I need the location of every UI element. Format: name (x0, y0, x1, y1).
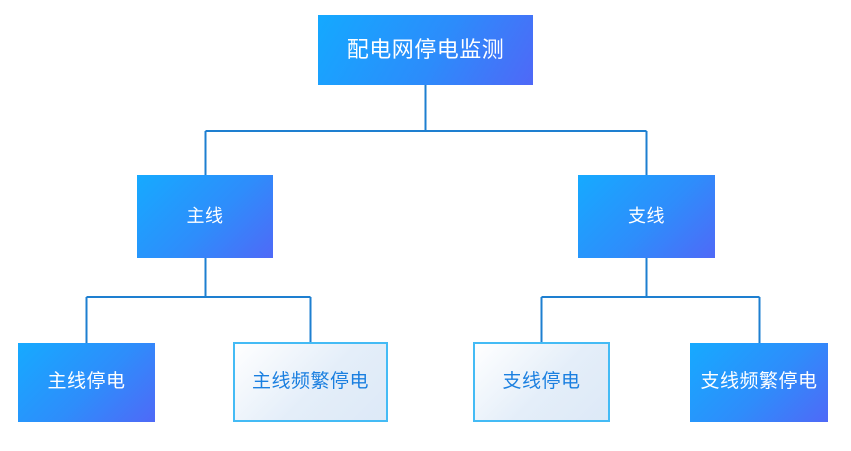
node-branch-line-frequent-outage[interactable]: 支线频繁停电 (690, 343, 828, 422)
node-main-line-frequent-outage[interactable]: 主线频繁停电 (233, 342, 388, 422)
node-main-line-outage[interactable]: 主线停电 (18, 343, 155, 422)
node-main-line[interactable]: 主线 (137, 175, 273, 258)
node-root-distribution-outage-monitoring[interactable]: 配电网停电监测 (318, 15, 533, 85)
node-branch-line-outage[interactable]: 支线停电 (473, 342, 610, 422)
node-branch-line[interactable]: 支线 (578, 175, 715, 258)
